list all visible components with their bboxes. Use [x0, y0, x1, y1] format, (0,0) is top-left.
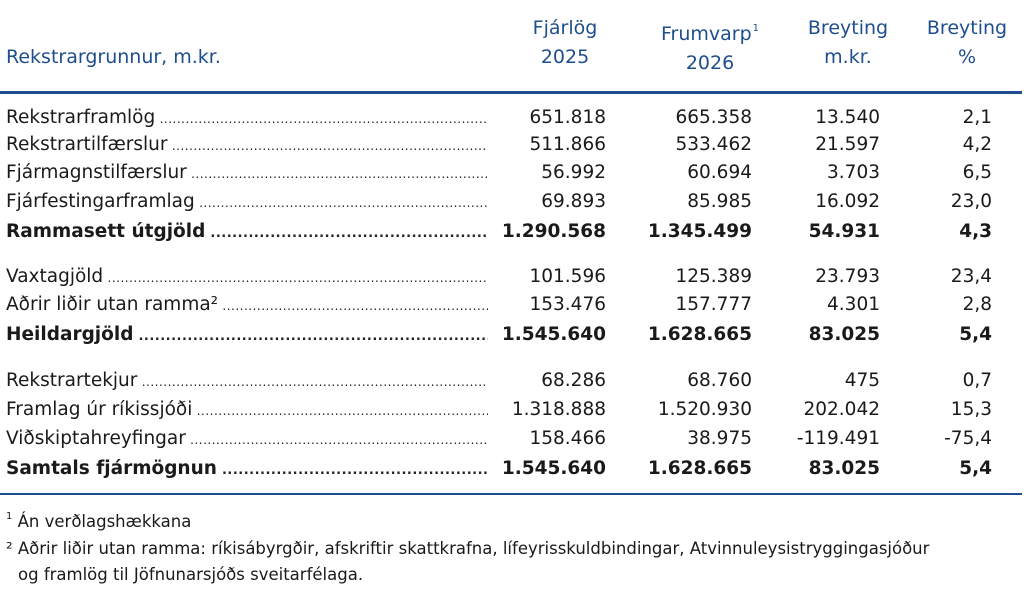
- row-label: Rekstrarframlög: [6, 104, 488, 133]
- cell-breyting-pct: 4,2: [962, 134, 992, 155]
- cell-fjarlog-2025: 1.545.640: [501, 458, 606, 479]
- cell-frumvarp-2026: 85.985: [687, 191, 752, 212]
- col-header-line: %: [957, 46, 977, 68]
- table-total-row: Heildargjöld 1.545.640 1.628.665 83.025 5,4: [0, 321, 1022, 349]
- row-label: Heildargjöld: [6, 321, 488, 351]
- footnote-mark: 1: [6, 511, 13, 522]
- cell-breyting-mkr: 83.025: [808, 324, 880, 345]
- row-header-label: Rekstrargrunnur, m.kr.: [6, 46, 221, 68]
- col-header-line: Breyting: [926, 17, 1008, 39]
- row-label: Rekstrartilfærslur: [6, 131, 488, 160]
- col-header-frumvarp: Frumvarp1 2026: [648, 14, 772, 78]
- cell-breyting-mkr: 83.025: [808, 458, 880, 479]
- cell-breyting-pct: 15,3: [950, 399, 992, 420]
- cell-breyting-mkr: 13.540: [815, 107, 880, 128]
- col-header-line: 2026: [685, 52, 735, 74]
- row-label: Fjármagnstilfærslur: [6, 159, 488, 188]
- table-total-row: Samtals fjármögnun 1.545.640 1.628.665 83.0…: [0, 455, 1022, 483]
- header-rule: [0, 91, 1022, 94]
- cell-breyting-mkr: 16.092: [815, 191, 880, 212]
- table-row: Viðskiptahreyfingar 158.466 38.975 -119.491…: [0, 425, 1022, 453]
- footnote-1: 1 Án verðlagshækkana: [6, 504, 191, 535]
- cell-fjarlog-2025: 1.290.568: [501, 221, 606, 242]
- cell-breyting-pct: 0,7: [962, 370, 992, 391]
- cell-breyting-pct: 6,5: [962, 162, 992, 183]
- cell-frumvarp-2026: 665.358: [675, 107, 752, 128]
- col-header-line: Breyting: [807, 17, 889, 39]
- col-header-breyting-pct: Breyting %: [916, 14, 1018, 72]
- table-row: Rekstrartilfærslur 511.866 533.462 21.597 4,…: [0, 131, 1022, 159]
- cell-frumvarp-2026: 60.694: [687, 162, 752, 183]
- cell-fjarlog-2025: 69.893: [541, 191, 606, 212]
- col-header-breyting-mkr: Breyting m.kr.: [796, 14, 900, 72]
- col-header-line: 2025: [540, 46, 590, 68]
- row-label: Viðskiptahreyfingar: [6, 425, 488, 454]
- cell-breyting-pct: 5,4: [959, 458, 992, 479]
- table-row: Rekstrartekjur 68.286 68.760 475 0,7: [0, 367, 1022, 395]
- cell-frumvarp-2026: 1.345.499: [647, 221, 752, 242]
- row-label: Framlag úr ríkissjóði: [6, 396, 488, 425]
- cell-breyting-mkr: 4.301: [827, 294, 880, 315]
- row-label: Vaxtagjöld: [6, 263, 488, 292]
- cell-fjarlog-2025: 153.476: [529, 294, 606, 315]
- cell-fjarlog-2025: 101.596: [529, 266, 606, 287]
- row-label: Aðrir liðir utan ramma²: [6, 291, 488, 320]
- cell-fjarlog-2025: 158.466: [529, 428, 606, 449]
- footnote-text: ² Aðrir liðir utan ramma: ríkisábyrgðir,…: [6, 539, 930, 558]
- cell-breyting-mkr: 3.703: [827, 162, 880, 183]
- cell-breyting-pct: 4,3: [959, 221, 992, 242]
- cell-breyting-mkr: 23.793: [815, 266, 880, 287]
- cell-fjarlog-2025: 68.286: [541, 370, 606, 391]
- table-row: Framlag úr ríkissjóði 1.318.888 1.520.930 2…: [0, 396, 1022, 424]
- footer-rule: [0, 493, 1022, 495]
- row-label: Samtals fjármögnun: [6, 455, 488, 485]
- cell-frumvarp-2026: 533.462: [675, 134, 752, 155]
- cell-fjarlog-2025: 651.818: [529, 107, 606, 128]
- table-row: Fjárfestingarframlag 69.893 85.985 16.092 23…: [0, 188, 1022, 216]
- cell-breyting-mkr: 202.042: [803, 399, 880, 420]
- table-total-row: Rammasett útgjöld 1.290.568 1.345.499 54.93…: [0, 218, 1022, 246]
- table-row: Vaxtagjöld 101.596 125.389 23.793 23,4: [0, 263, 1022, 291]
- cell-frumvarp-2026: 38.975: [687, 428, 752, 449]
- cell-breyting-mkr: -119.491: [796, 428, 880, 449]
- cell-frumvarp-2026: 125.389: [675, 266, 752, 287]
- cell-breyting-mkr: 21.597: [815, 134, 880, 155]
- table-row: Fjármagnstilfærslur 56.992 60.694 3.703 6,5: [0, 159, 1022, 187]
- cell-breyting-pct: 5,4: [959, 324, 992, 345]
- footnote-text: Án verðlagshækkana: [17, 512, 192, 531]
- footnote-text: og framlög til Jöfnunarsjóðs sveitarféla…: [18, 565, 364, 584]
- col-header-line: Frumvarp1: [660, 23, 760, 45]
- col-header-fjarlog: Fjárlög 2025: [520, 14, 610, 72]
- cell-frumvarp-2026: 1.628.665: [647, 324, 752, 345]
- row-label: Rammasett útgjöld: [6, 218, 488, 248]
- cell-fjarlog-2025: 511.866: [529, 134, 606, 155]
- cell-breyting-mkr: 54.931: [808, 221, 880, 242]
- cell-breyting-mkr: 475: [844, 370, 880, 391]
- row-label: Rekstrartekjur: [6, 367, 488, 396]
- col-header-line: Fjárlög: [532, 17, 598, 39]
- footnote-2: ² Aðrir liðir utan ramma: ríkisábyrgðir,…: [6, 536, 929, 588]
- cell-frumvarp-2026: 157.777: [675, 294, 752, 315]
- cell-breyting-pct: 23,0: [950, 191, 992, 212]
- table-row: Aðrir liðir utan ramma² 153.476 157.777 4.3…: [0, 291, 1022, 319]
- cell-breyting-pct: 2,8: [962, 294, 992, 315]
- cell-breyting-pct: 23,4: [950, 266, 992, 287]
- cell-frumvarp-2026: 1.520.930: [657, 399, 752, 420]
- table-row: Rekstrarframlög 651.818 665.358 13.540 2,1: [0, 104, 1022, 132]
- cell-breyting-pct: 2,1: [962, 107, 992, 128]
- col-header-line: m.kr.: [824, 46, 872, 68]
- cell-frumvarp-2026: 1.628.665: [647, 458, 752, 479]
- cell-fjarlog-2025: 56.992: [541, 162, 606, 183]
- footnote-ref: 1: [752, 23, 760, 34]
- cell-fjarlog-2025: 1.545.640: [501, 324, 606, 345]
- cell-breyting-pct: -75,4: [944, 428, 992, 449]
- row-label: Fjárfestingarframlag: [6, 188, 488, 217]
- cell-frumvarp-2026: 68.760: [687, 370, 752, 391]
- cell-fjarlog-2025: 1.318.888: [511, 399, 606, 420]
